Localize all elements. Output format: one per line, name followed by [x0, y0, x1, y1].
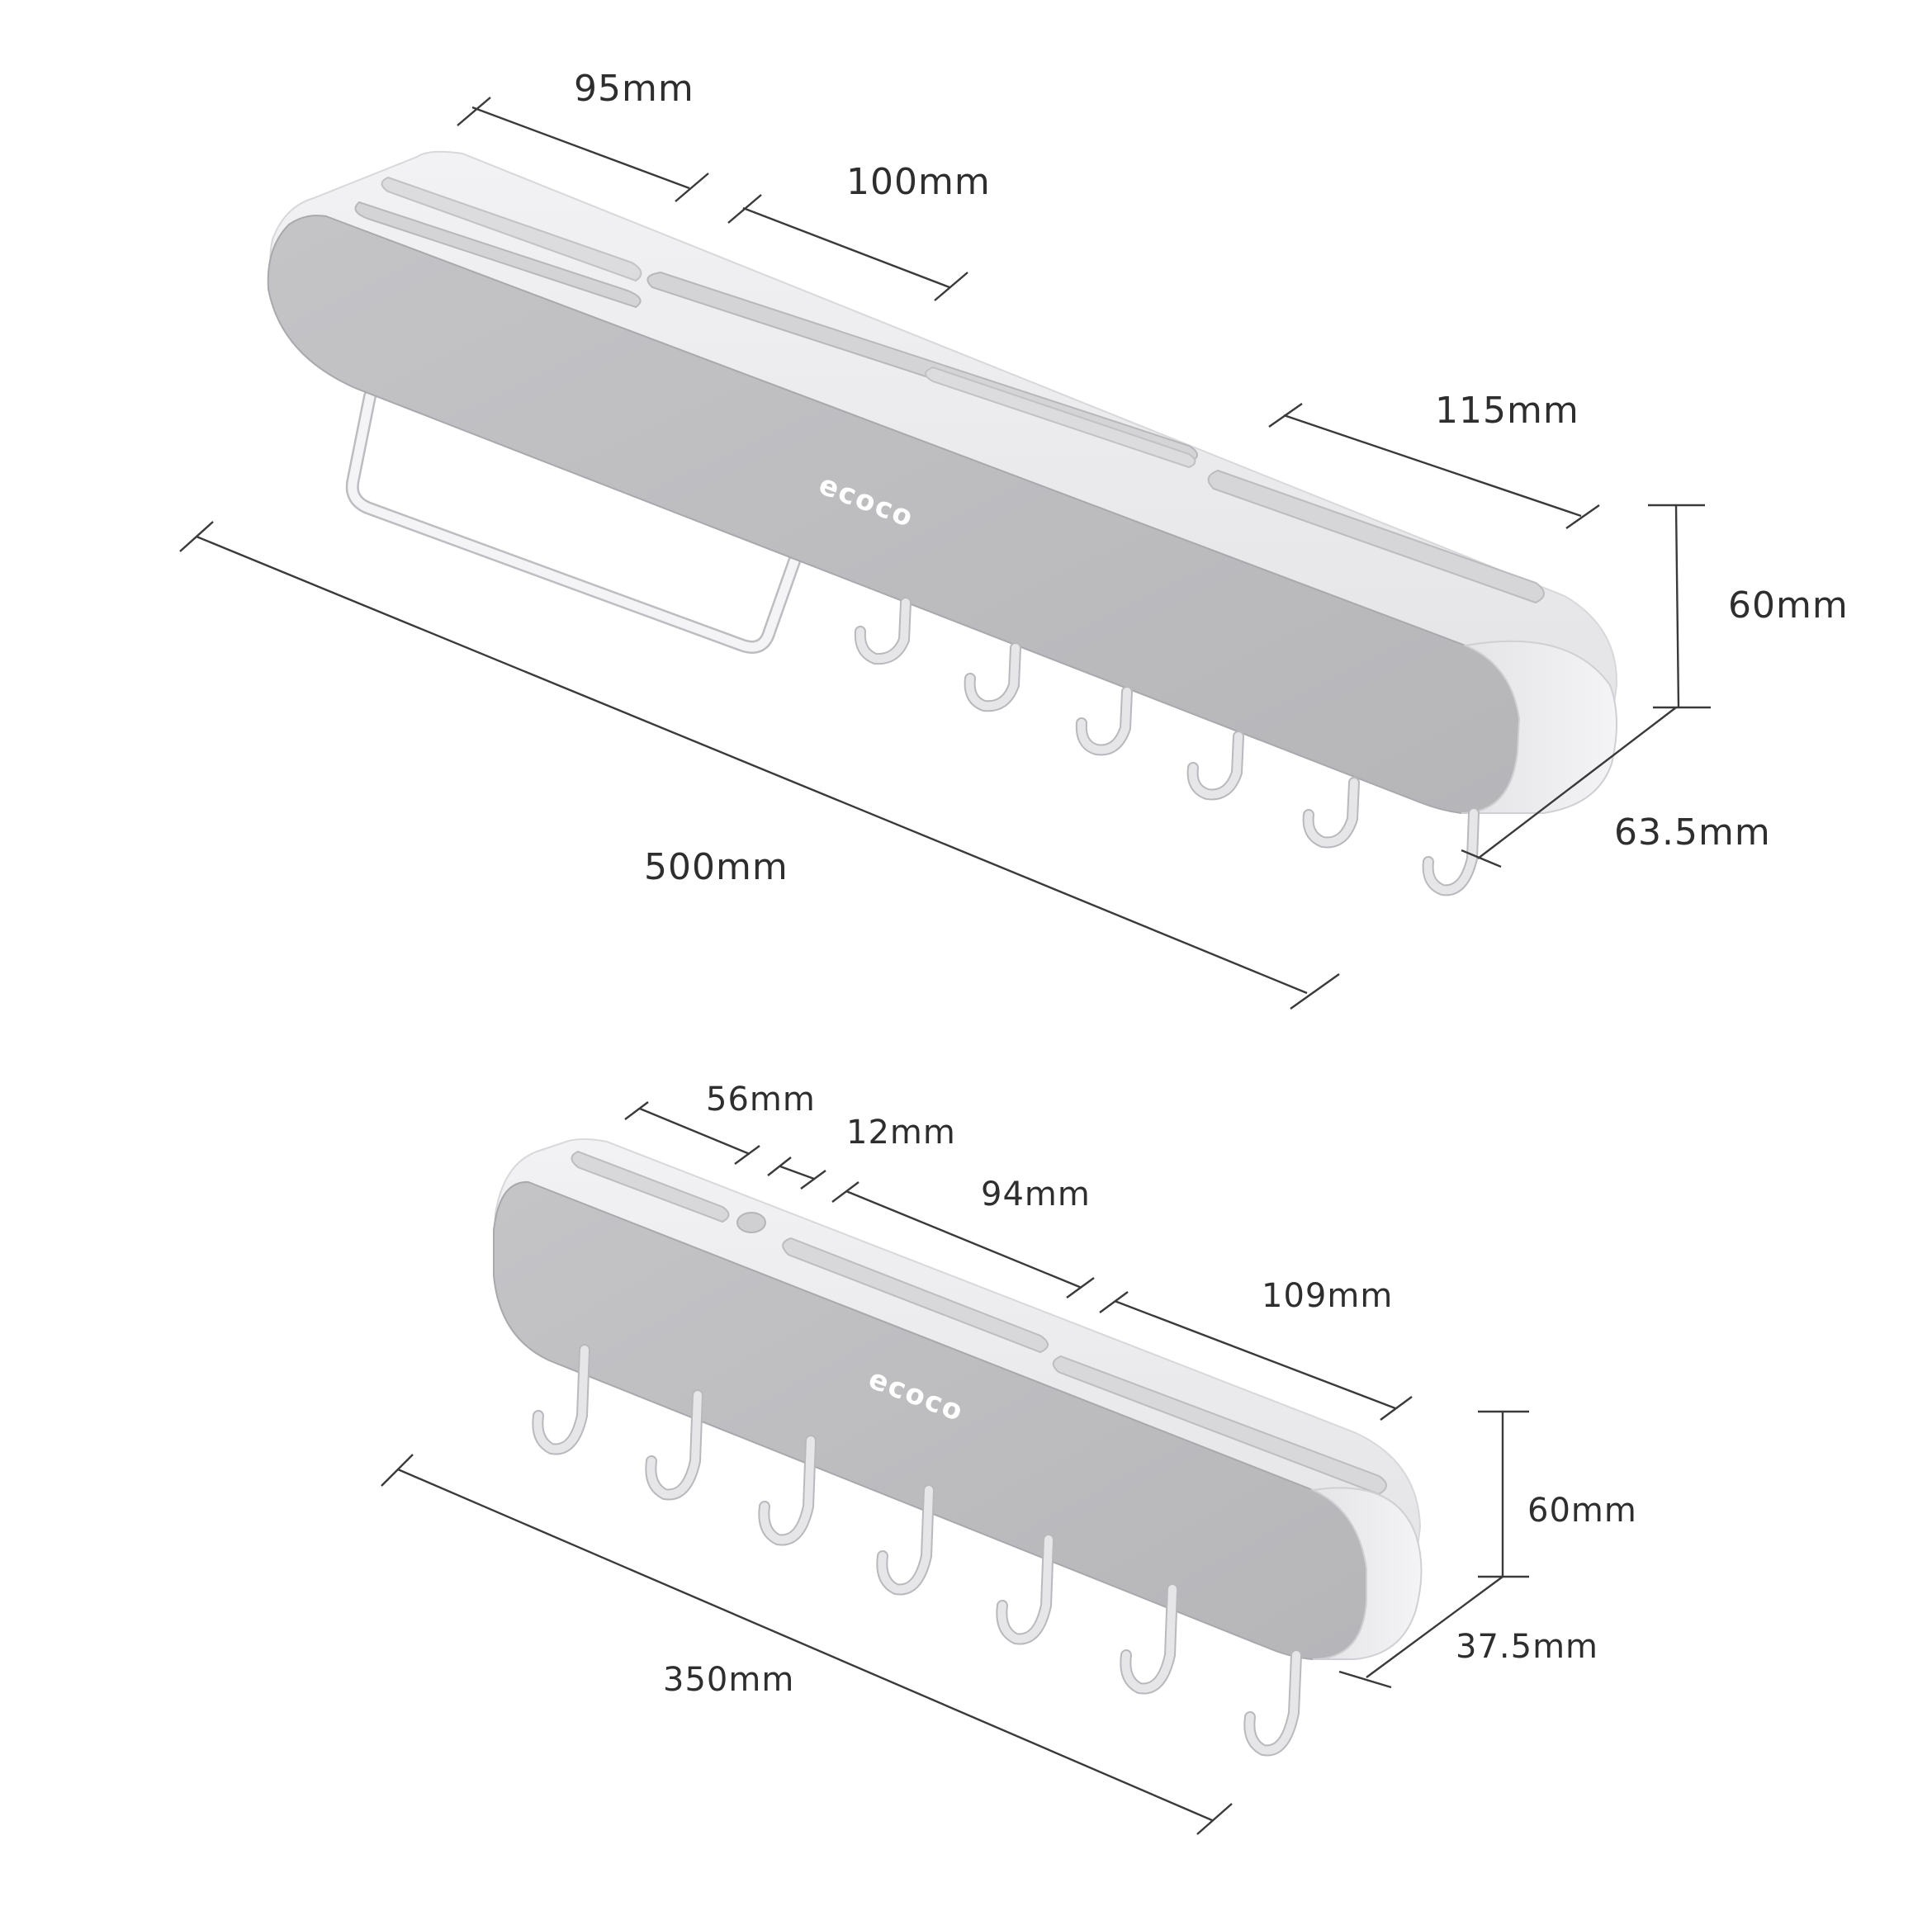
- hook-icon: [996, 1534, 1054, 1645]
- hook-icon: [964, 642, 1021, 712]
- dimension-label: 115mm: [1435, 390, 1579, 432]
- dimension-label: 100mm: [846, 161, 991, 203]
- hook-icon: [1186, 731, 1244, 801]
- hook-icon: [758, 1435, 817, 1546]
- dimension-slot-1: 95mm: [457, 68, 709, 202]
- dimension-height: 60mm: [1478, 1410, 1637, 1578]
- dimension-hole: 12mm: [767, 1114, 956, 1190]
- towel-bar: [345, 390, 801, 654]
- dimension-slot-2: 100mm: [727, 161, 991, 301]
- hook-icon: [1302, 777, 1360, 849]
- dimension-length: 350mm: [381, 1454, 1233, 1835]
- rack-hooks: [854, 597, 1480, 896]
- dimension-label: 95mm: [574, 68, 694, 110]
- dimension-label: 63.5mm: [1614, 811, 1771, 854]
- hook-icon: [1422, 807, 1480, 896]
- dimension-label: 109mm: [1262, 1277, 1393, 1315]
- hook-icon: [1243, 1649, 1302, 1757]
- hook-icon: [645, 1389, 703, 1501]
- dimension-label: 60mm: [1527, 1492, 1637, 1530]
- dimension-label: 94mm: [981, 1176, 1091, 1213]
- hook-icon: [1120, 1583, 1178, 1695]
- rack-hooks: [532, 1344, 1302, 1757]
- rack-slots: [571, 1150, 1387, 1496]
- large-rack: ecoco: [179, 68, 1849, 1010]
- hook-icon: [854, 597, 912, 665]
- dimension-label: 350mm: [663, 1661, 794, 1699]
- rack-end-cap: [1309, 1487, 1423, 1660]
- rack-slots: [354, 176, 1545, 604]
- hook-icon: [532, 1344, 590, 1455]
- dimension-length: 500mm: [179, 521, 1340, 1010]
- dimension-slot-1: 56mm: [624, 1081, 816, 1165]
- dimension-label: 56mm: [706, 1081, 816, 1119]
- small-rack: ecoco: [381, 1081, 1637, 1835]
- dimension-slot-last: 109mm: [1099, 1277, 1413, 1421]
- dimension-depth: 37.5mm: [1338, 1576, 1598, 1689]
- dimension-slot-2: 94mm: [831, 1176, 1095, 1298]
- dimension-height: 60mm: [1648, 504, 1849, 709]
- rack-hole: [736, 1212, 766, 1233]
- dimension-label: 500mm: [644, 846, 788, 888]
- dimension-label: 60mm: [1728, 584, 1849, 627]
- dimension-depth: 63.5mm: [1461, 707, 1771, 868]
- dimension-label: 12mm: [846, 1114, 956, 1152]
- rack-end-cap: [1461, 640, 1617, 814]
- dimension-label: 37.5mm: [1456, 1628, 1598, 1666]
- hook-icon: [876, 1484, 935, 1596]
- dimension-slot-last: 115mm: [1268, 390, 1600, 529]
- hook-icon: [1075, 686, 1133, 756]
